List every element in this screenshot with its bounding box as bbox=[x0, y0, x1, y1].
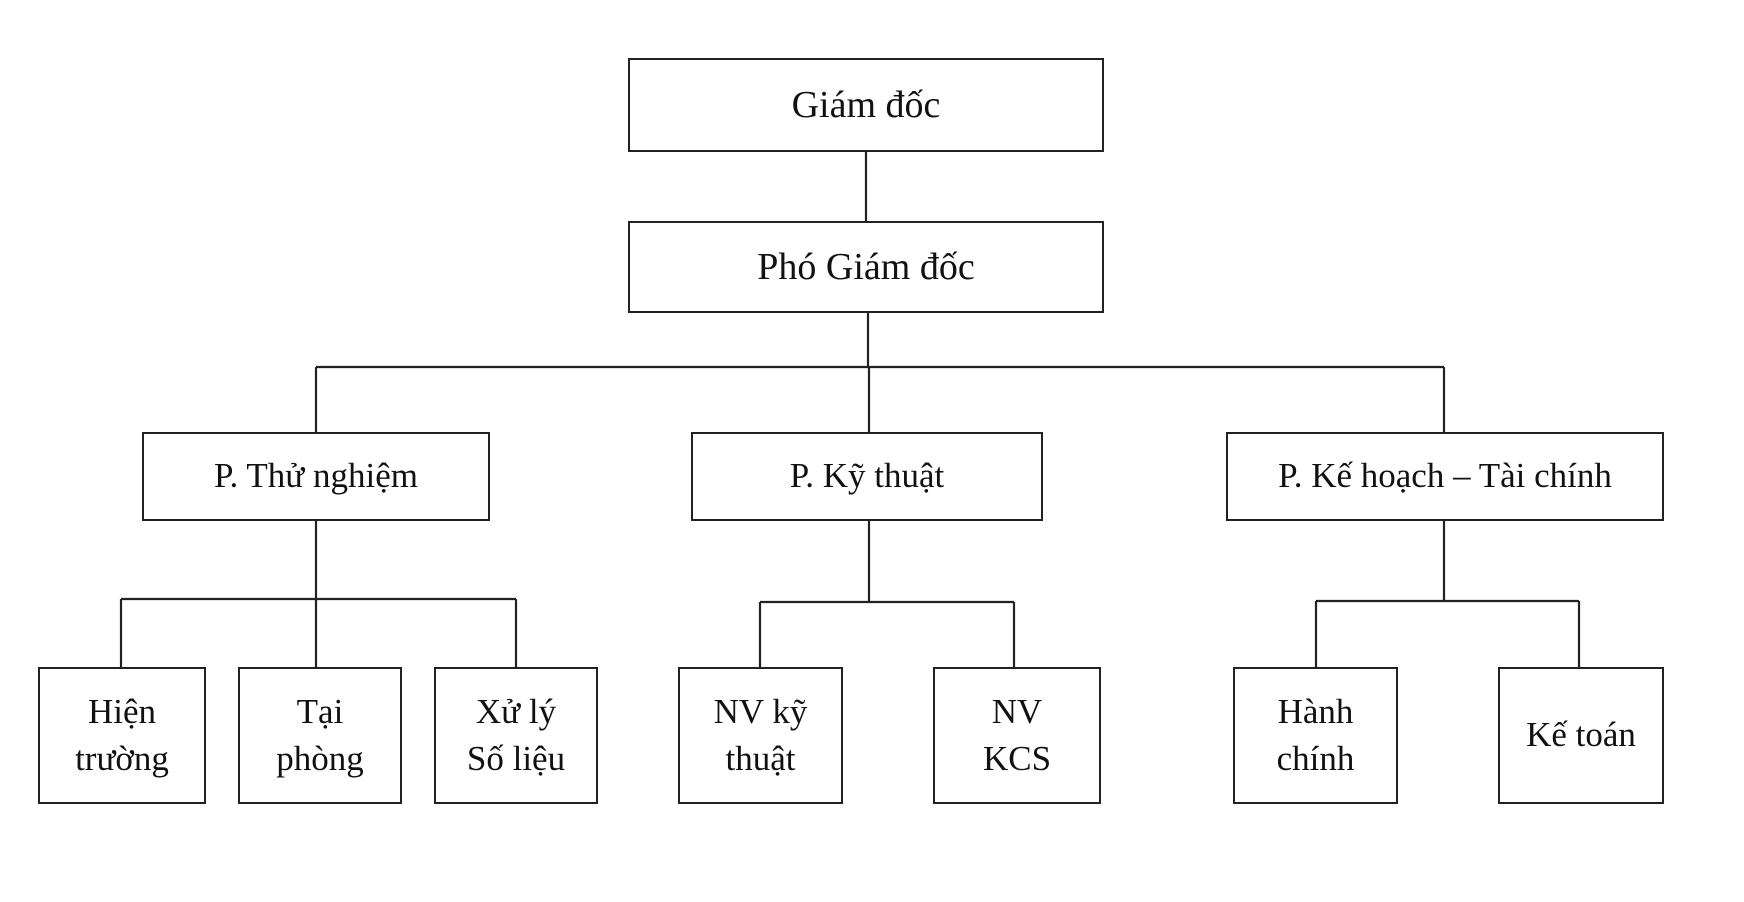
unit-label-line: thuật bbox=[725, 738, 796, 778]
deputy-director-box: Phó Giám đốc bbox=[628, 221, 1104, 313]
unit-label-line: NV bbox=[991, 692, 1043, 732]
director-box: Giám đốc bbox=[628, 58, 1104, 152]
unit-label-line: trường bbox=[75, 738, 169, 778]
deputy-director-label: Phó Giám đốc bbox=[757, 245, 975, 288]
unit-label-line: Hiện bbox=[87, 692, 157, 732]
department-label: P. Kỹ thuật bbox=[789, 456, 945, 496]
unit-label-line: NV kỹ bbox=[713, 692, 808, 732]
unit-box-technical-staff: NV kỹ thuật bbox=[678, 667, 843, 804]
department-label: P. Thử nghiệm bbox=[213, 456, 419, 496]
department-box-technical: P. Kỹ thuật bbox=[691, 432, 1043, 521]
department-box-planning-finance: P. Kế hoạch – Tài chính bbox=[1226, 432, 1664, 521]
director-label: Giám đốc bbox=[791, 83, 941, 126]
unit-label-line: Tại bbox=[296, 692, 344, 732]
unit-label-line: KCS bbox=[982, 738, 1052, 778]
unit-label-line: Kế toán bbox=[1526, 715, 1636, 755]
unit-box-data-processing: Xử lý Số liệu bbox=[434, 667, 598, 804]
unit-label-line: Xử lý bbox=[475, 692, 557, 732]
unit-box-lab: Tại phòng bbox=[238, 667, 402, 804]
unit-box-field: Hiện trường bbox=[38, 667, 206, 804]
unit-box-administration: Hành chính bbox=[1233, 667, 1398, 804]
department-box-testing: P. Thử nghiệm bbox=[142, 432, 490, 521]
unit-box-kcs-staff: NV KCS bbox=[933, 667, 1101, 804]
unit-label-line: Số liệu bbox=[466, 738, 566, 778]
unit-label-line: Hành bbox=[1277, 692, 1354, 732]
department-label: P. Kế hoạch – Tài chính bbox=[1278, 456, 1612, 496]
unit-label-line: chính bbox=[1276, 738, 1355, 778]
unit-label-line: phòng bbox=[276, 738, 364, 778]
unit-box-accounting: Kế toán bbox=[1498, 667, 1664, 804]
